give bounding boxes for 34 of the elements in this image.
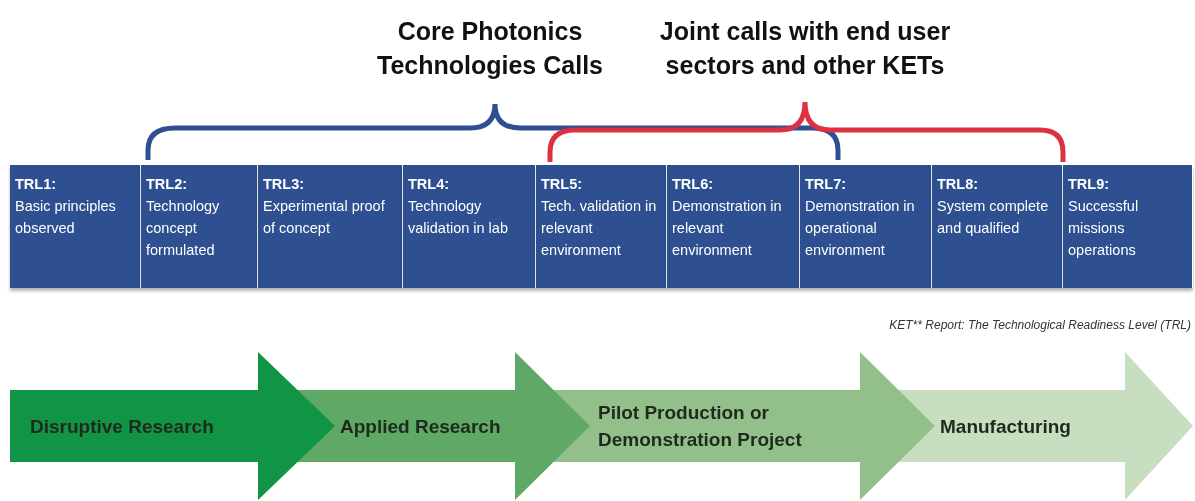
trl-description: Technology concept formulated	[146, 197, 221, 260]
trl-level: TRL3:	[263, 175, 306, 194]
trl-level: TRL2:	[146, 175, 189, 194]
trl-cell	[667, 165, 800, 288]
trl-description: System complete and qualified	[937, 197, 1050, 238]
trl-level: TRL6:	[672, 175, 715, 194]
stage-label: Pilot Production or Demonstration Project	[598, 401, 803, 452]
trl-cell	[10, 165, 141, 288]
trl-cell	[536, 165, 667, 288]
trl-level: TRL1:	[15, 175, 58, 194]
brace-label: Joint calls with end user sectors and other KETs	[658, 16, 952, 81]
trl-description: Basic principles observed	[15, 197, 117, 238]
trl-level: TRL9:	[1068, 175, 1111, 194]
trl-cell	[800, 165, 932, 288]
trl-level: TRL8:	[937, 175, 980, 194]
trl-level: TRL7:	[805, 175, 848, 194]
source-note: KET** Report: The Technological Readiness Level (TRL)	[889, 317, 1191, 334]
trl-description: Technology validation in lab	[408, 197, 509, 238]
trl-cell	[403, 165, 536, 288]
stage-label: Applied Research	[340, 414, 501, 439]
trl-level: TRL4:	[408, 175, 451, 194]
trl-cell	[258, 165, 403, 288]
stage-label: Manufacturing	[940, 414, 1071, 439]
trl-cell	[932, 165, 1063, 288]
stage-label: Disruptive Research	[30, 414, 214, 439]
trl-description: Tech. validation in relevant environment	[541, 197, 658, 260]
brace-label: Core Photonics Technologies Calls	[376, 16, 604, 81]
trl-description: Demonstration in operational environment	[805, 197, 916, 260]
trl-description: Experimental proof of concept	[263, 197, 386, 238]
trl-description: Demonstration in relevant environment	[672, 197, 783, 260]
trl-level: TRL5:	[541, 175, 584, 194]
trl-cell	[1063, 165, 1193, 288]
trl-description: Successful missions operations	[1068, 197, 1140, 260]
trl-cell	[141, 165, 258, 288]
